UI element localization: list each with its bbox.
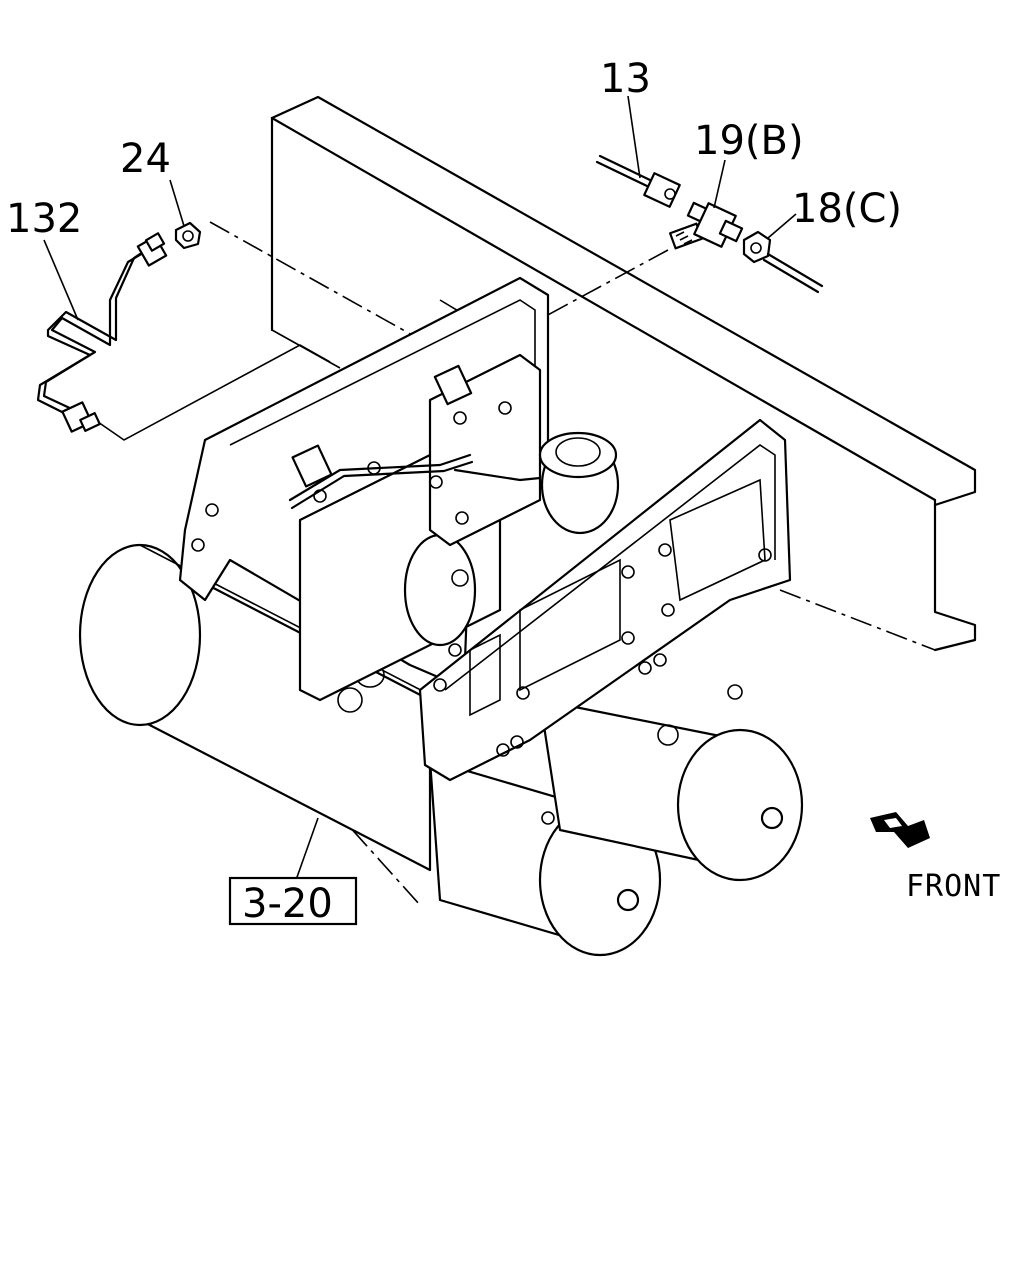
- tee-fitting-19b: [669, 201, 744, 250]
- nut-24: [174, 221, 202, 250]
- label-part-19b: 19(B): [694, 118, 804, 164]
- ref-box-label: 3-20: [242, 881, 333, 927]
- label-part-24: 24: [120, 136, 171, 182]
- pipe-13: [595, 154, 681, 208]
- front-arrow-icon: [870, 812, 930, 848]
- label-front: FRONT: [906, 869, 1001, 904]
- ref-box-3-20: 3-20: [228, 876, 358, 927]
- label-part-132: 132: [6, 196, 82, 242]
- label-part-18c: 18(C): [792, 186, 902, 232]
- callout-leaders: [43, 95, 797, 881]
- label-part-13: 13: [600, 56, 651, 102]
- pipe-18c: [742, 230, 824, 294]
- dryer-unit: [288, 353, 620, 702]
- pipe-132: [36, 232, 331, 441]
- air-tanks: [78, 543, 804, 957]
